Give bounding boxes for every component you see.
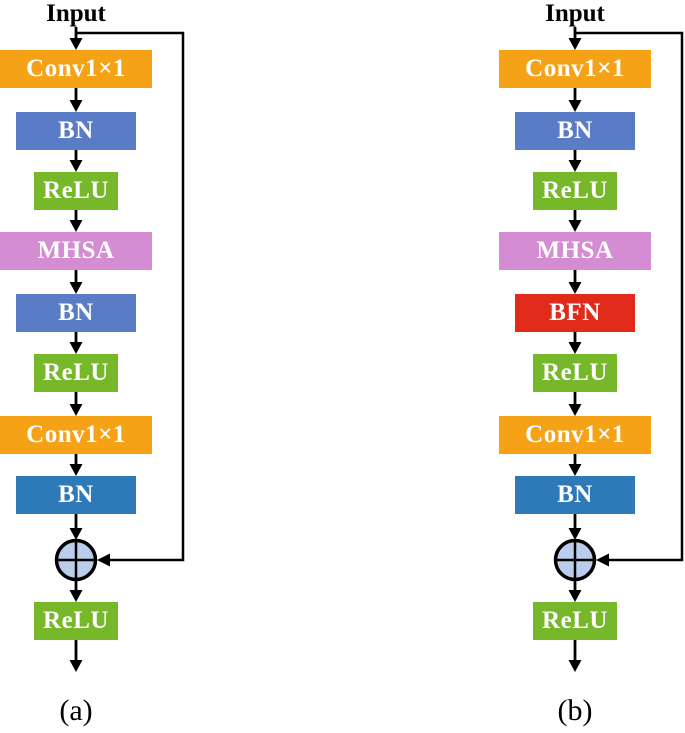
block-relu: ReLU xyxy=(34,354,118,392)
down-arrowhead-icon xyxy=(69,404,83,416)
sum-circle-plus-icon xyxy=(54,538,98,582)
block-conv1x1: Conv1×1 xyxy=(499,50,651,88)
block-relu: ReLU xyxy=(533,602,617,640)
input-label: Input xyxy=(545,0,605,27)
input-arrowhead-icon xyxy=(69,38,83,50)
block-bn: BN xyxy=(16,112,136,150)
input-label: Input xyxy=(46,0,106,27)
down-arrowhead-icon xyxy=(568,590,582,602)
down-arrowhead-icon xyxy=(568,282,582,294)
block-relu: ReLU xyxy=(533,172,617,210)
block-relu: ReLU xyxy=(34,172,118,210)
block-conv1x1: Conv1×1 xyxy=(0,416,152,454)
down-arrowhead-icon xyxy=(568,342,582,354)
block-conv1x1: Conv1×1 xyxy=(499,416,651,454)
block-bn-output: BN xyxy=(16,476,136,514)
output-arrowhead-icon xyxy=(69,660,83,672)
down-arrowhead-icon xyxy=(568,464,582,476)
caption-b: (b) xyxy=(557,694,593,727)
block-bfn: BFN xyxy=(515,294,635,332)
down-arrowhead-icon xyxy=(568,160,582,172)
diagram-b: Input Conv1×1 BN ReLU MHSA BFN ReLU Conv… xyxy=(468,0,684,733)
skip-arrowhead-icon xyxy=(596,553,609,567)
down-arrowhead-icon xyxy=(69,590,83,602)
block-bn: BN xyxy=(16,294,136,332)
down-arrowhead-icon xyxy=(69,464,83,476)
down-arrowhead-icon xyxy=(69,220,83,232)
sum-circle-plus-icon xyxy=(553,538,597,582)
block-relu: ReLU xyxy=(533,354,617,392)
output-arrowhead-icon xyxy=(568,660,582,672)
block-relu: ReLU xyxy=(34,602,118,640)
block-mhsa: MHSA xyxy=(499,232,651,270)
down-arrowhead-icon xyxy=(568,404,582,416)
input-arrowhead-icon xyxy=(568,38,582,50)
down-arrowhead-icon xyxy=(69,528,83,540)
down-arrowhead-icon xyxy=(69,282,83,294)
diagram-a: Input Conv1×1 BN ReLU MHSA BN ReLU Conv1… xyxy=(0,0,185,733)
down-arrowhead-icon xyxy=(568,100,582,112)
down-arrowhead-icon xyxy=(568,528,582,540)
block-bn-output: BN xyxy=(515,476,635,514)
down-arrowhead-icon xyxy=(568,220,582,232)
block-bn: BN xyxy=(515,112,635,150)
caption-a: (a) xyxy=(59,694,93,727)
skip-arrowhead-icon xyxy=(97,553,110,567)
down-arrowhead-icon xyxy=(69,100,83,112)
down-arrowhead-icon xyxy=(69,342,83,354)
down-arrowhead-icon xyxy=(69,160,83,172)
block-conv1x1: Conv1×1 xyxy=(0,50,152,88)
block-mhsa: MHSA xyxy=(0,232,152,270)
